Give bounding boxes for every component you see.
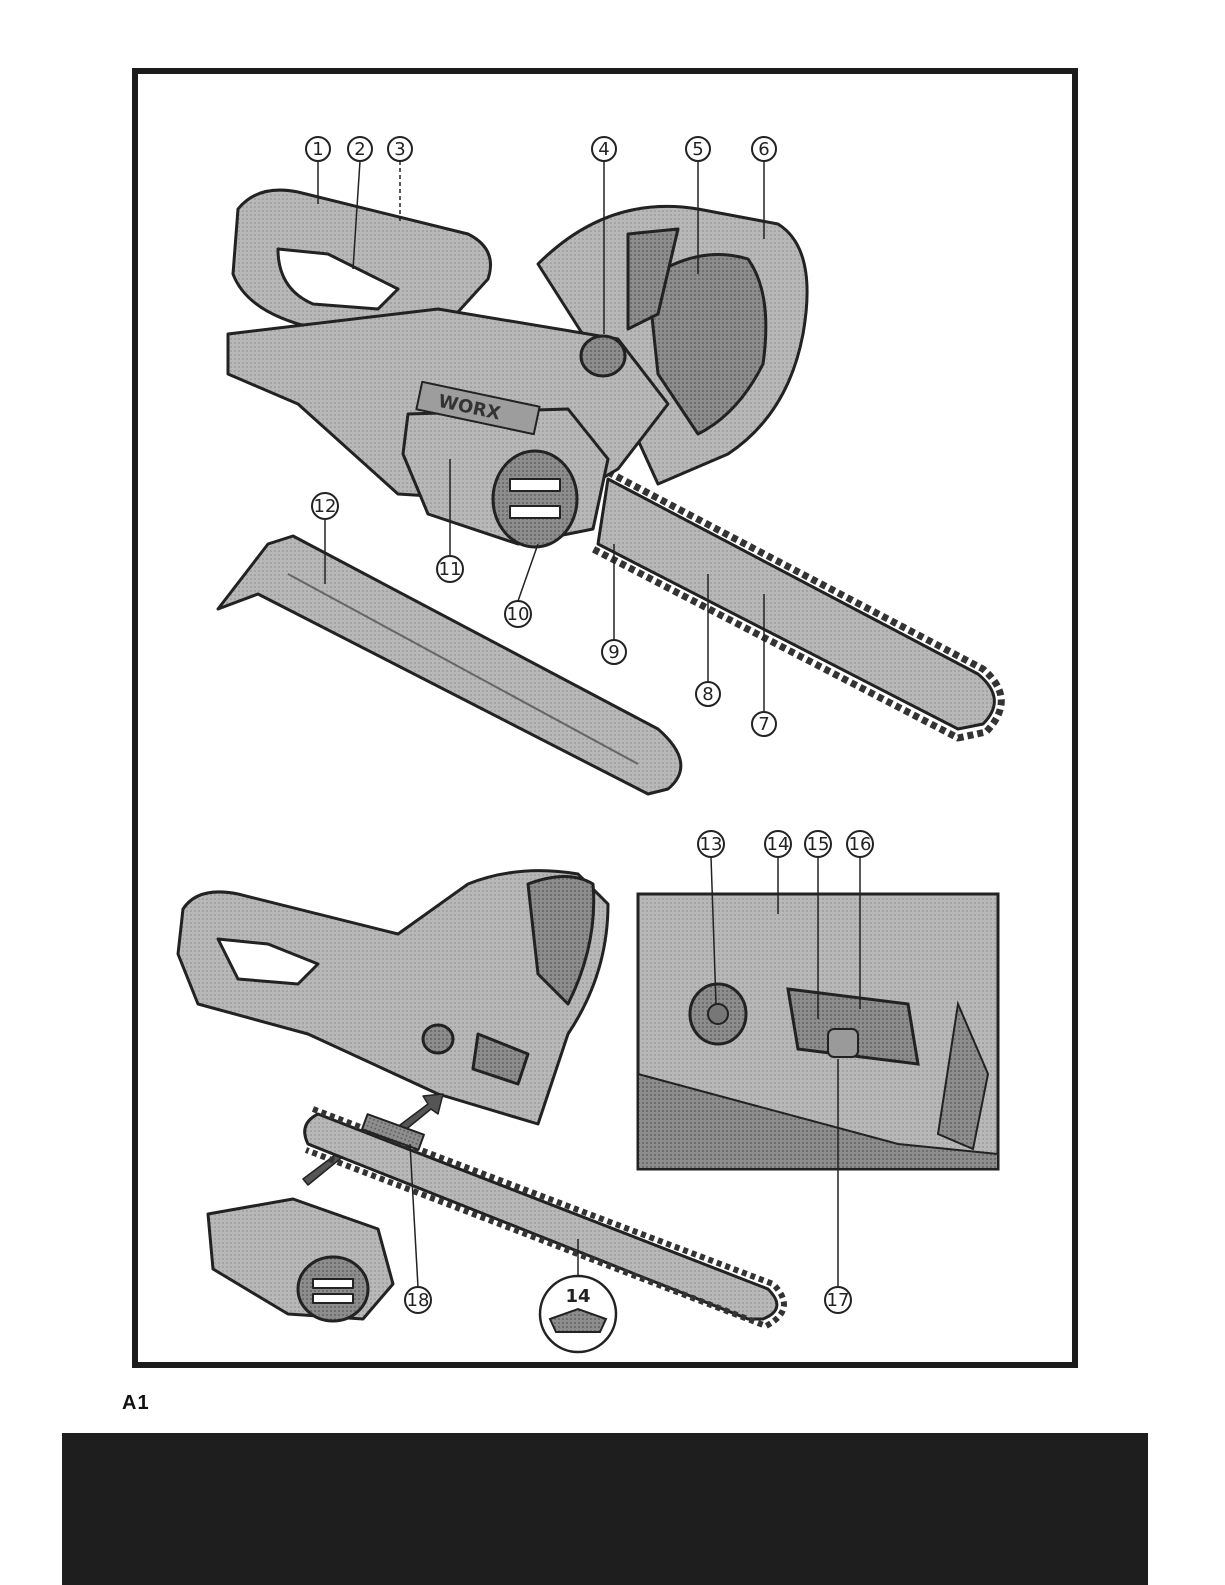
svg-text:18: 18	[407, 1290, 430, 1311]
svg-text:2: 2	[354, 139, 365, 160]
footer-band	[62, 1433, 1148, 1585]
chain-tension-knob	[493, 451, 577, 547]
svg-text:12: 12	[314, 496, 337, 517]
svg-text:8: 8	[702, 684, 713, 705]
svg-text:16: 16	[849, 834, 872, 855]
svg-text:5: 5	[692, 139, 703, 160]
chainsaw-illustration: WORX 1 2 3 4 5 6 7 8 9 10 11 12	[138, 74, 1072, 1362]
svg-text:1: 1	[312, 139, 323, 160]
svg-text:6: 6	[758, 139, 769, 160]
svg-text:9: 9	[608, 642, 619, 663]
svg-text:17: 17	[827, 1290, 850, 1311]
callout-10: 10	[505, 544, 538, 627]
guide-bar	[598, 479, 994, 729]
svg-text:7: 7	[758, 714, 769, 735]
callout-3: 3	[388, 137, 412, 224]
oil-tank-cap	[581, 336, 625, 376]
figure-frame: WORX 1 2 3 4 5 6 7 8 9 10 11 12	[132, 68, 1078, 1368]
svg-text:14: 14	[767, 834, 790, 855]
svg-text:3: 3	[394, 139, 405, 160]
svg-text:14: 14	[565, 1286, 590, 1307]
svg-text:10: 10	[507, 604, 530, 625]
svg-text:13: 13	[700, 834, 723, 855]
svg-text:15: 15	[807, 834, 830, 855]
figure-label: A1	[122, 1392, 150, 1415]
svg-text:11: 11	[439, 559, 462, 580]
svg-text:4: 4	[598, 139, 609, 160]
